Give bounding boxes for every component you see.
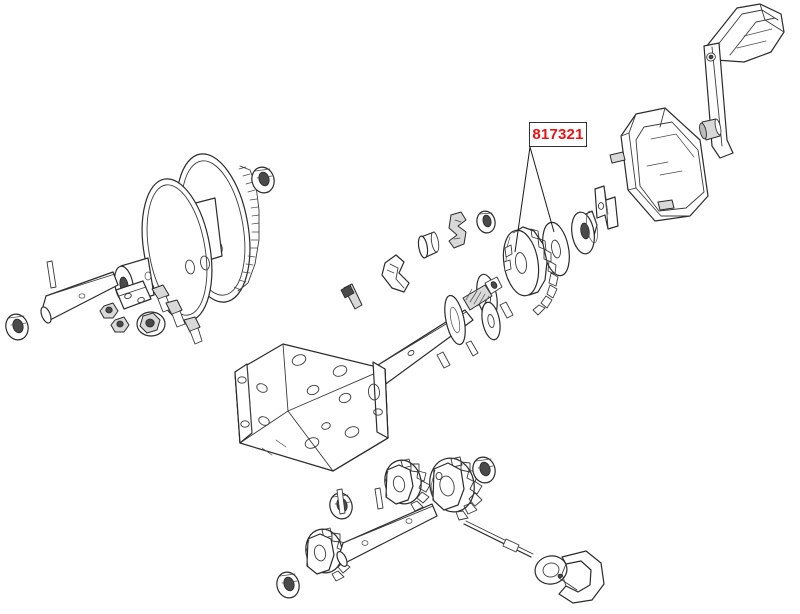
bushing-lower-3 [276, 571, 300, 599]
roll-pin-c [465, 340, 479, 357]
bushing-drum [251, 166, 275, 194]
pawl-bracket [594, 185, 619, 230]
cable-drum [113, 153, 260, 322]
callout-leader-lines [514, 146, 555, 253]
hand-crank-handle [705, 3, 785, 63]
flange-nut [136, 311, 166, 337]
roll-pin-a [499, 301, 514, 319]
hex-nut-2 [110, 316, 130, 333]
dowel-pin-1 [336, 488, 346, 515]
roll-pin-b [436, 351, 451, 369]
main-frame [234, 343, 389, 472]
cable [463, 520, 534, 558]
ratchet-gear [502, 226, 559, 316]
dowel-pin-left [46, 260, 57, 289]
drum-shaft [40, 271, 119, 324]
hex-nut-1 [99, 302, 119, 319]
drive-shaft [371, 276, 503, 389]
dowel-pin-2 [374, 487, 384, 510]
idler-shaft [336, 503, 438, 568]
shaft-washer [481, 301, 501, 341]
shaft-flange [444, 294, 466, 346]
hex-bolt-2 [165, 299, 186, 328]
bushing-left [5, 313, 29, 341]
shaft-thread [462, 276, 503, 311]
pawl [381, 254, 410, 293]
snap-hook [534, 550, 605, 604]
ratchet-cover [609, 107, 709, 222]
flat-washer [542, 221, 570, 277]
callout-part-number: 817321 [532, 126, 584, 143]
bushing-lower-2 [472, 456, 496, 484]
pawl-spring [448, 211, 467, 249]
gear-large [384, 458, 431, 512]
bushing-upper [476, 210, 496, 234]
bolt-upper-mid [340, 283, 363, 310]
drive-hub [571, 210, 598, 255]
retainer-plate [115, 280, 152, 310]
hex-bolt-3 [183, 316, 203, 345]
gear-small [305, 527, 352, 582]
pinion-gear [429, 456, 483, 521]
handle-pin [699, 118, 722, 141]
bushing-mid [417, 231, 440, 259]
callout-box-817321[interactable]: 817321 [529, 122, 587, 147]
